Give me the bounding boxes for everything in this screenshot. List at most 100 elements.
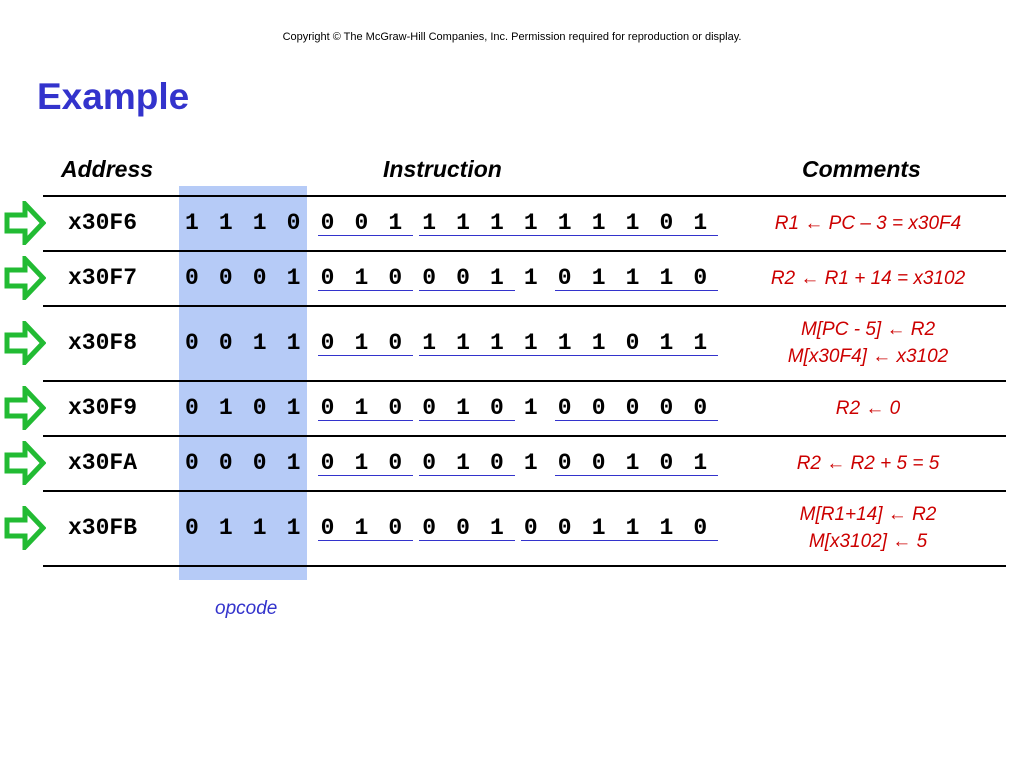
field-underline — [554, 290, 719, 292]
bit: 1 — [591, 265, 606, 291]
bit: 0 — [388, 330, 403, 356]
row-address: x30FA — [68, 450, 138, 476]
bit: 1 — [185, 210, 199, 236]
arrow-right-icon — [4, 201, 46, 245]
bit: 0 — [185, 330, 199, 356]
row-address: x30F6 — [68, 210, 138, 236]
comment-line: M[x3102] ← 5 — [808, 531, 928, 552]
bit: 1 — [490, 330, 504, 356]
bit: 0 — [185, 265, 199, 291]
arrow-right-icon — [4, 386, 46, 430]
field-underline — [419, 235, 719, 237]
bit: 0 — [320, 395, 335, 421]
field-underline — [554, 475, 719, 477]
row-comment: R1 ← PC – 3 = x30F4 — [730, 210, 1006, 237]
header-instruction: Instruction — [383, 156, 502, 182]
field-underline — [419, 475, 515, 477]
bit: 1 — [625, 210, 640, 236]
bit: 1 — [659, 265, 674, 291]
bit: 0 — [354, 210, 369, 236]
bit: 0 — [252, 395, 267, 421]
bit: 1 — [218, 395, 233, 421]
bit: 0 — [320, 210, 335, 236]
arrow-right-icon — [4, 441, 46, 485]
row-address: x30F7 — [68, 265, 138, 291]
comment-line: M[x30F4] ← x3102 — [787, 346, 949, 367]
bit: 0 — [218, 330, 233, 356]
row-comment: R2 ← 0 — [730, 395, 1006, 422]
table-divider — [43, 250, 1006, 252]
bit: 0 — [693, 515, 708, 541]
field-underline — [317, 420, 414, 422]
bit: 1 — [591, 210, 606, 236]
field-underline — [419, 420, 515, 422]
bit: 1 — [252, 330, 267, 356]
bit: 1 — [354, 265, 369, 291]
bit: 0 — [388, 395, 403, 421]
arrow-right-icon — [4, 506, 46, 550]
arrow-right-icon — [4, 256, 46, 300]
field-underline — [419, 355, 719, 357]
opcode-label: opcode — [215, 598, 278, 619]
table-divider — [43, 380, 1006, 382]
field-underline — [419, 290, 515, 292]
bit: 1 — [252, 515, 267, 541]
table-divider — [43, 435, 1006, 437]
header-comments: Comments — [802, 156, 921, 182]
bit: 1 — [625, 450, 640, 476]
bit: 1 — [286, 265, 301, 291]
bit: 1 — [693, 450, 708, 476]
copyright-notice: Copyright © The McGraw-Hill Companies, I… — [282, 31, 742, 43]
bit: 1 — [286, 395, 301, 421]
bit: 0 — [320, 450, 335, 476]
opcode-highlight — [179, 186, 307, 580]
bit: 0 — [659, 395, 674, 421]
bit: 0 — [388, 265, 403, 291]
bit: 0 — [185, 450, 199, 476]
bit: 0 — [557, 395, 572, 421]
row-comment: R2 ← R2 + 5 = 5 — [730, 450, 1006, 477]
bit: 0 — [422, 450, 437, 476]
bit: 0 — [286, 210, 301, 236]
bit: 0 — [252, 450, 267, 476]
bit: 0 — [557, 515, 572, 541]
bit: 1 — [693, 330, 708, 356]
bit: 1 — [286, 330, 301, 356]
bit: 1 — [218, 210, 233, 236]
bit: 1 — [490, 515, 504, 541]
bit: 0 — [388, 450, 403, 476]
field-underline — [521, 540, 719, 542]
field-underline — [317, 355, 414, 357]
arrow-right-icon — [4, 321, 46, 365]
row-address: x30F8 — [68, 330, 138, 356]
bit: 1 — [422, 330, 437, 356]
bit: 0 — [625, 330, 640, 356]
bit: 1 — [557, 210, 572, 236]
field-underline — [317, 540, 414, 542]
bit: 0 — [320, 515, 335, 541]
bit: 1 — [523, 265, 538, 291]
bit: 0 — [659, 210, 674, 236]
bit: 0 — [218, 450, 233, 476]
bit: 1 — [523, 330, 538, 356]
bit: 0 — [320, 265, 335, 291]
bit: 1 — [422, 210, 437, 236]
bit: 1 — [456, 395, 470, 421]
bit: 0 — [218, 265, 233, 291]
table-divider — [43, 195, 1006, 197]
table-divider — [43, 305, 1006, 307]
bit: 0 — [185, 515, 199, 541]
comment-line: M[R1+14] ← R2 — [799, 504, 937, 525]
bit: 0 — [659, 450, 674, 476]
bit: 0 — [693, 265, 708, 291]
comment-line: M[PC - 5] ← R2 — [800, 319, 936, 340]
bit: 0 — [388, 515, 403, 541]
comment-line: R1 ← PC – 3 = x30F4 — [774, 213, 962, 234]
field-underline — [317, 290, 414, 292]
bit: 0 — [252, 265, 267, 291]
bit: 1 — [591, 515, 606, 541]
